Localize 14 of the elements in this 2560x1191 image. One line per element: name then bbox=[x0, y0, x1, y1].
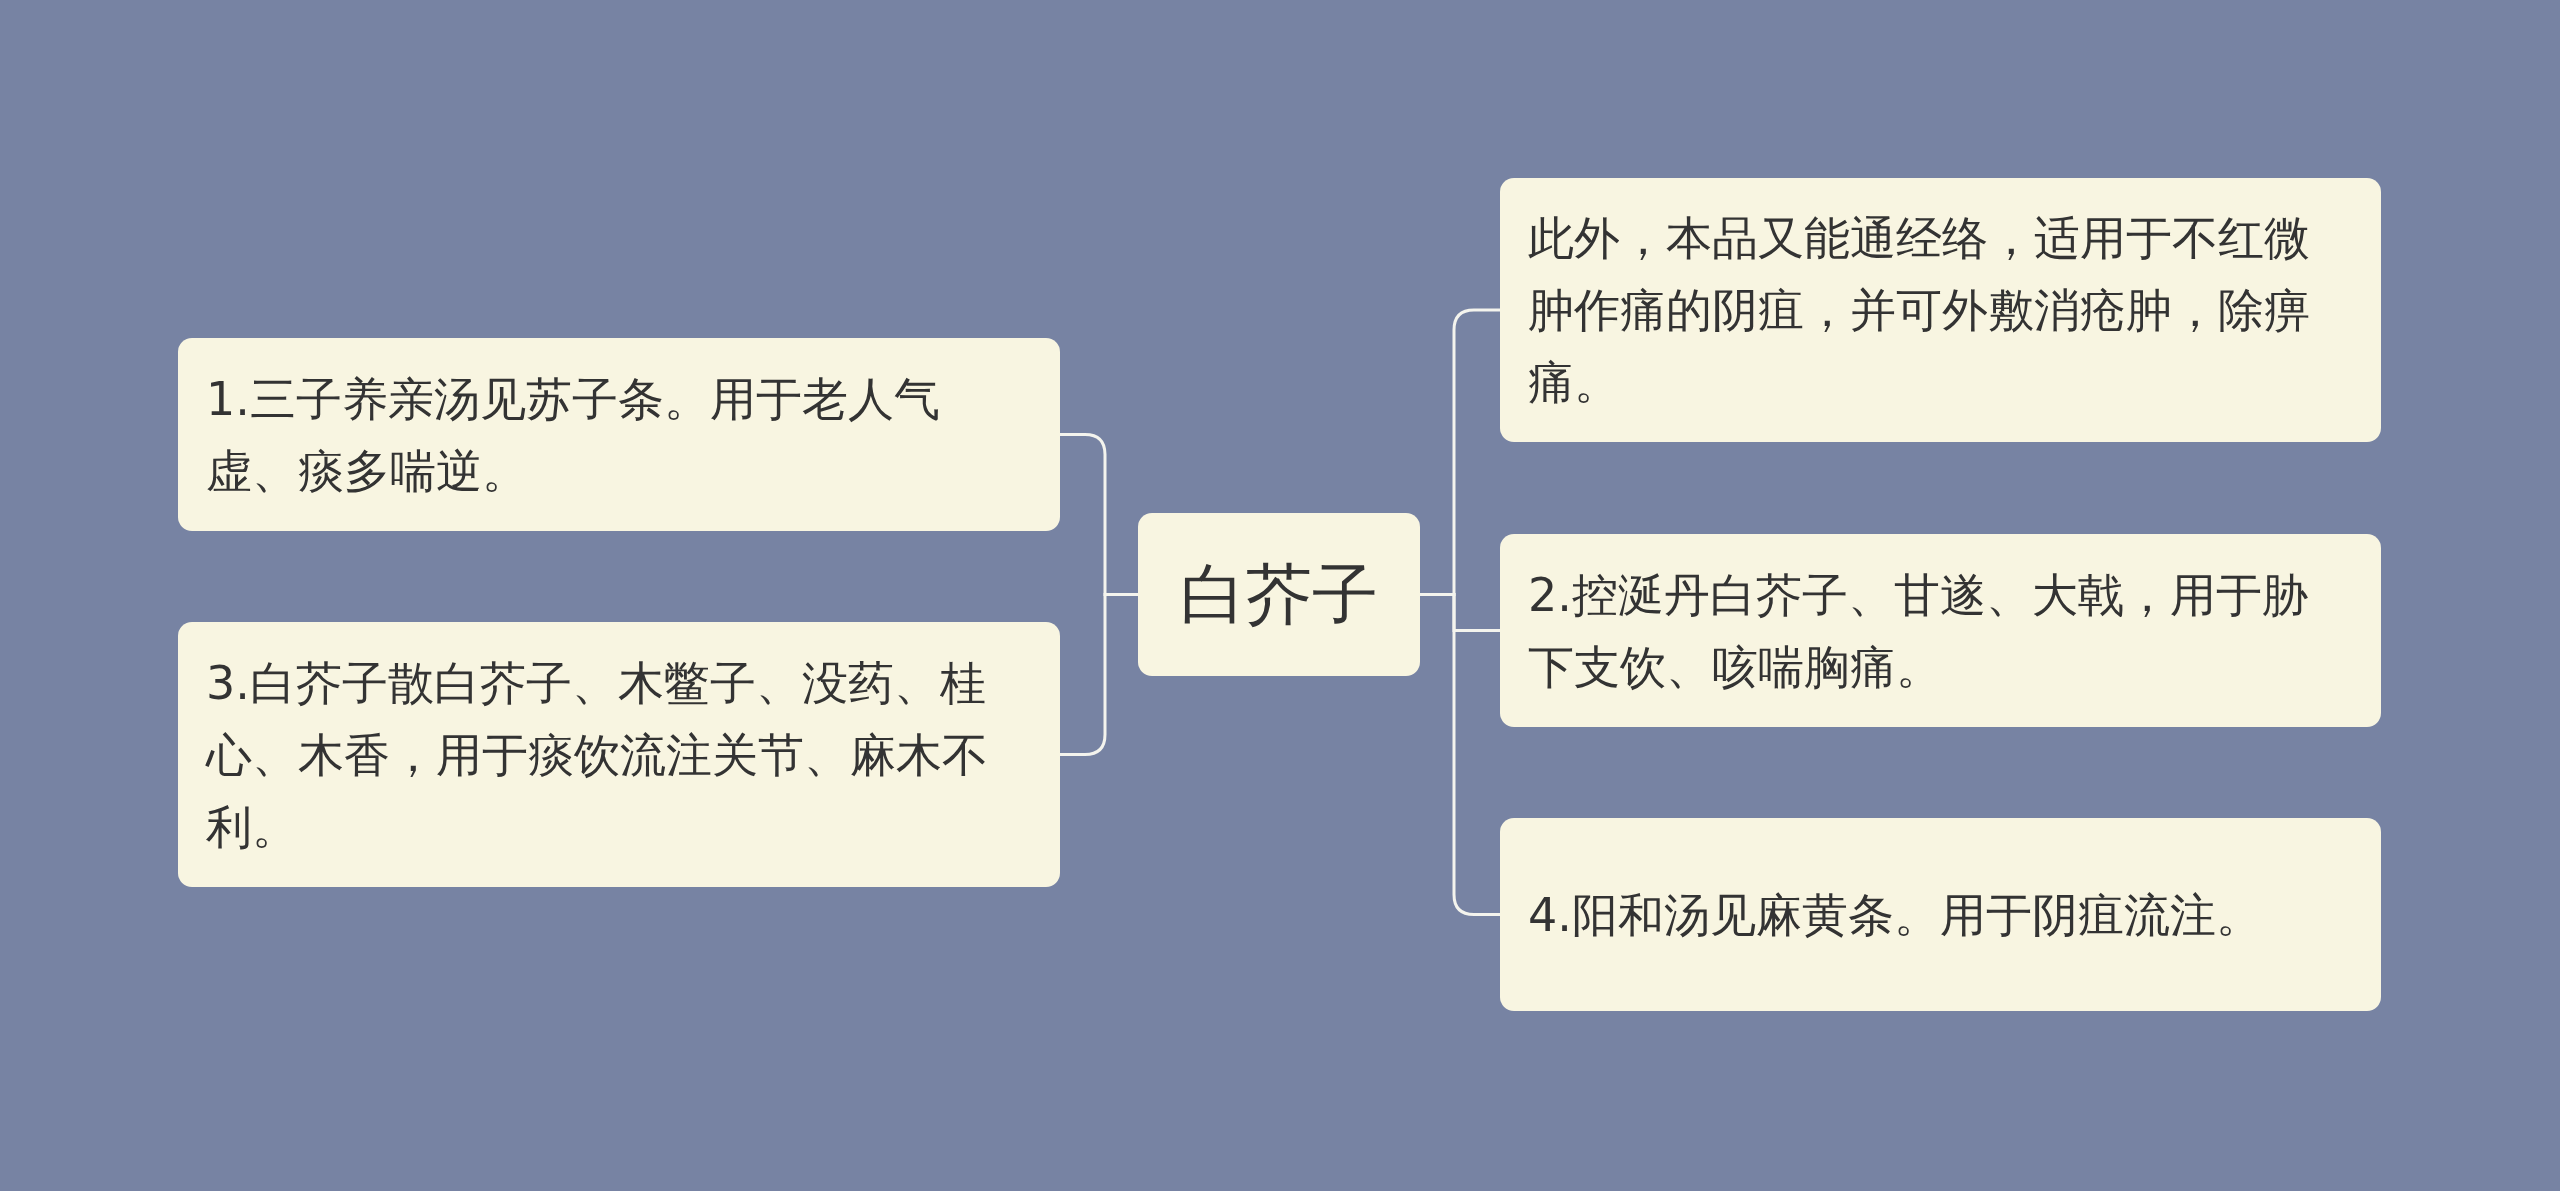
topic-text: 3.白芥子散白芥子、木鳖子、没药、桂心、木香，用于痰饮流注关节、麻木不利。 bbox=[206, 654, 989, 856]
branch-topic-box bbox=[178, 622, 1060, 887]
branch-topic-box bbox=[1500, 534, 2381, 727]
connector-line bbox=[1060, 593, 1138, 756]
branch-topic-box bbox=[178, 338, 1060, 531]
topic-text: 4.阳和汤见麻黄条。用于阴疽流注。 bbox=[1528, 886, 2262, 944]
topic-text: 白芥子 bbox=[1180, 554, 1378, 635]
topic-text: 1.三子养亲汤见苏子条。用于老人气虚、痰多喘逆。 bbox=[206, 370, 941, 500]
topic-text: 2.控涎丹白芥子、甘遂、大戟，用于胁下支饮、咳喘胸痛。 bbox=[1528, 566, 2309, 696]
central-topic-box bbox=[1138, 513, 1420, 676]
topic-text: 此外，本品又能通经络，适用于不红微肿作痛的阴疽，并可外敷消疮肿，除痹痛。 bbox=[1528, 210, 2311, 411]
branch-topic-box bbox=[1500, 178, 2381, 442]
connector-line bbox=[1420, 593, 1500, 916]
branch-topic-box bbox=[1500, 818, 2381, 1011]
